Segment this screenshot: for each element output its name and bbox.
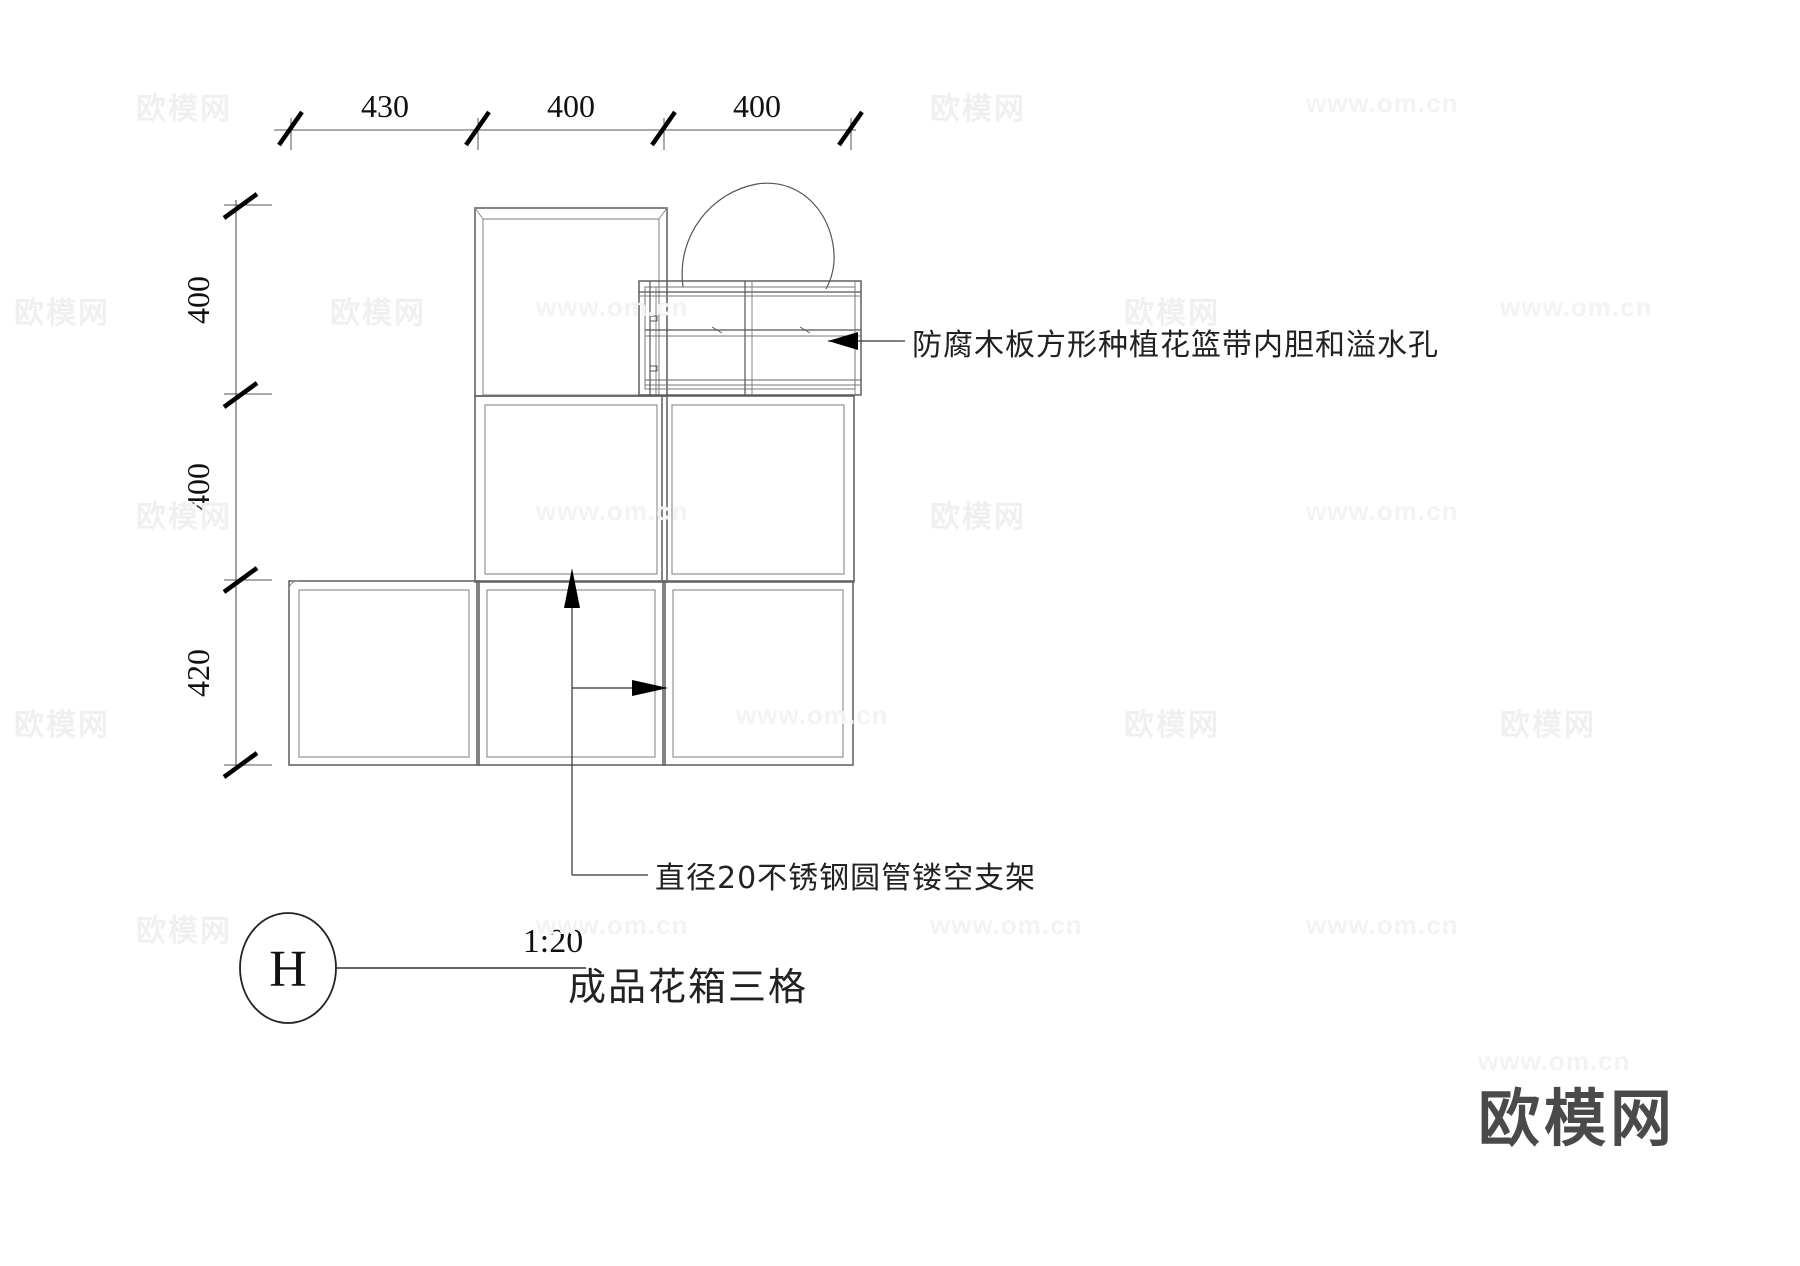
- site-logo: 欧模网: [1478, 1085, 1677, 1154]
- shrub-symbol: [681, 182, 835, 290]
- dim-horizontal-2: 400: [547, 88, 595, 124]
- dim-vertical-2: 400: [180, 463, 216, 511]
- planter-cube-bottom-left: [288, 580, 480, 766]
- scale-label: 1:20: [523, 923, 583, 960]
- annotation-frame-note: 直径20不锈钢圆管镂空支架: [655, 861, 1036, 896]
- planter-cube-mid-middle: [474, 395, 668, 583]
- dim-horizontal-1: 430: [361, 88, 409, 124]
- leader-planter-note: [828, 332, 905, 350]
- annotation-planter-note: 防腐木板方形种植花篮带内胆和溢水孔: [912, 328, 1439, 363]
- page-title: 成品花箱三格: [568, 965, 808, 1009]
- horizontal-dimension-chain: [274, 110, 864, 150]
- leader-frame-note: [564, 568, 668, 876]
- dim-horizontal-3: 400: [733, 88, 781, 124]
- dim-vertical-1: 400: [180, 276, 216, 324]
- planter-cube-mid-right: [661, 395, 855, 583]
- dim-vertical-3: 420: [180, 649, 216, 697]
- planter-cube-bottom-middle: [476, 580, 666, 766]
- detail-tag-label: H: [269, 941, 307, 998]
- vertical-dimension-chain: [222, 192, 272, 779]
- wooden-planter-basket-detail: [638, 280, 862, 396]
- planter-cube-top-middle: [474, 207, 668, 397]
- planter-cube-bottom-right: [662, 580, 854, 766]
- title-block: [239, 912, 586, 1024]
